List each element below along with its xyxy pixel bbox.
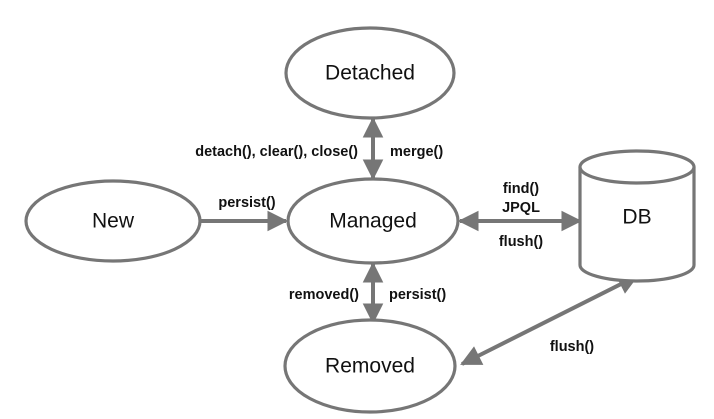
edge-label-flush-managed-db: flush()	[499, 234, 543, 250]
node-detached[interactable]: Detached	[284, 26, 456, 120]
node-label-managed: Managed	[329, 210, 417, 233]
node-label-new: New	[92, 210, 135, 233]
node-label-removed: Removed	[325, 355, 415, 378]
node-shape-db-body	[578, 165, 696, 283]
edge-label-removed: removed()	[289, 287, 359, 303]
node-new[interactable]: New	[24, 179, 202, 263]
node-label-detached: Detached	[325, 62, 415, 85]
node-shape-managed	[286, 177, 460, 265]
node-shape-new	[24, 179, 202, 263]
node-db[interactable]: DB	[578, 149, 696, 283]
edge-db-removed: flush()	[460, 274, 639, 366]
edge-label-merge: merge()	[390, 144, 443, 160]
edge-label-flush-db-removed: flush()	[550, 339, 594, 355]
edge-line-db-removed	[460, 274, 639, 366]
edge-managed-db: find() JPQL flush()	[457, 181, 583, 250]
edge-label-detach-clear-close: detach(), clear(), close()	[195, 144, 358, 160]
edge-managed-removed: removed() persist()	[289, 261, 446, 325]
node-label-db: DB	[622, 206, 651, 229]
edge-label-persist-removed: persist()	[389, 287, 446, 303]
edge-label-persist-new: persist()	[218, 195, 275, 211]
node-removed[interactable]: Removed	[283, 318, 457, 414]
node-shape-db-top	[578, 149, 696, 185]
edge-managed-detached: detach(), clear(), close() merge()	[195, 116, 443, 181]
node-shape-removed	[283, 318, 457, 414]
node-shape-detached	[284, 26, 456, 120]
edge-label-jpql: JPQL	[502, 200, 540, 216]
node-managed[interactable]: Managed	[286, 177, 460, 265]
edge-new-managed: persist()	[200, 195, 289, 232]
edge-label-find: find()	[503, 181, 539, 197]
